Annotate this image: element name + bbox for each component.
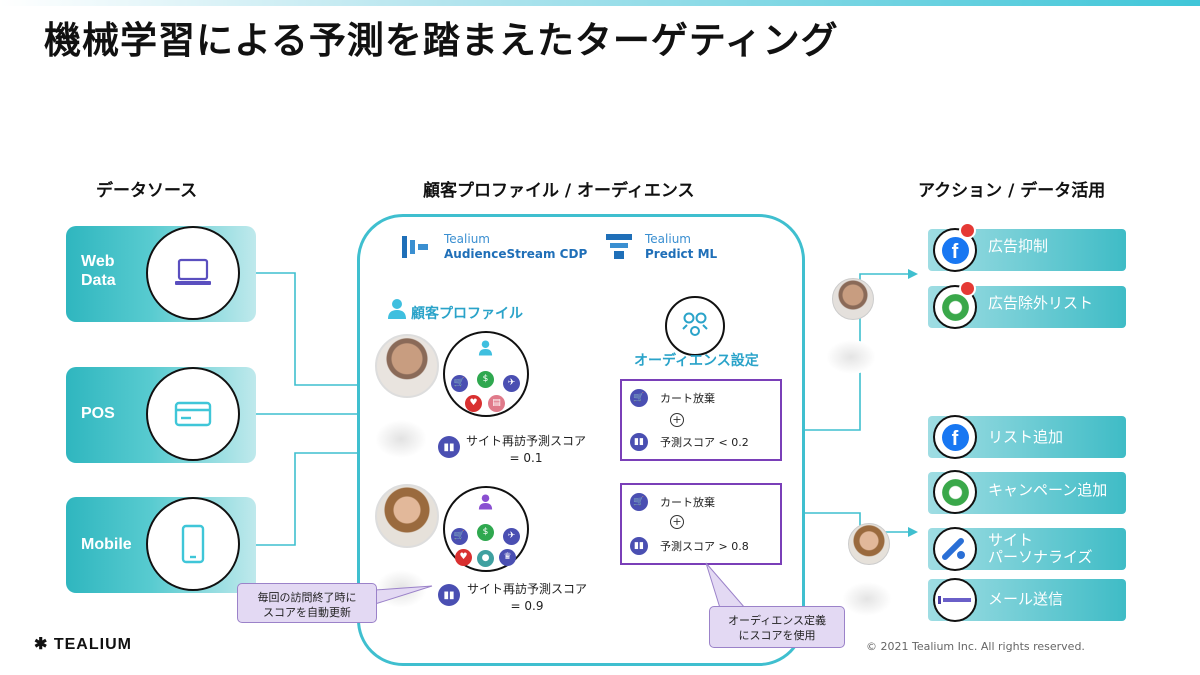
action-label-list-add: リスト追加 xyxy=(988,428,1064,446)
audience1-condition-2: ▮▮ 予測スコア < 0.2 xyxy=(630,433,749,451)
score-label-1: サイト再訪予測スコア xyxy=(466,434,587,448)
facebook-icon: f xyxy=(933,228,977,272)
audience1-condition-1: 🛒 カート放棄 xyxy=(630,389,715,407)
book-icon: ▤ xyxy=(488,395,505,412)
customer-thumb-2 xyxy=(848,523,890,565)
score-icon: ▮▮ xyxy=(630,537,648,555)
customer-photo-1 xyxy=(375,334,439,398)
copyright: © 2021 Tealium Inc. All rights reserved. xyxy=(866,640,1085,653)
slide-title: 機械学習による予測を踏まえたターゲティング xyxy=(44,19,839,62)
source-label-pos: POS xyxy=(81,405,115,422)
cart-icon: 🛒 xyxy=(451,528,468,545)
optimize-icon xyxy=(933,527,977,571)
plane-icon: ✈ xyxy=(503,528,520,545)
audience-setting-label: オーディエンス設定 xyxy=(634,353,759,369)
audience-definition-2: 🛒 カート放棄 + ▮▮ 予測スコア > 0.8 xyxy=(620,483,782,565)
callout-auto-update: 毎回の訪問終了時に スコアを自動更新 xyxy=(237,583,377,623)
action-label-ad-exclusion: 広告除外リスト xyxy=(988,294,1094,312)
score-block-1: サイト再訪予測スコア = 0.1 xyxy=(466,433,586,467)
plus-icon: + xyxy=(670,515,684,529)
customer-thumb-1 xyxy=(832,278,874,320)
facebook-icon: f xyxy=(933,415,977,459)
plus-icon: + xyxy=(670,413,684,427)
tealium-mark-icon: ✱ xyxy=(34,636,49,653)
logo2-product: Predict ML xyxy=(645,247,718,261)
predictml-logo-icon xyxy=(606,234,634,264)
heart-icon: ♥ xyxy=(455,549,472,566)
profile-label: 顧客プロファイル xyxy=(411,306,523,322)
mobile-icon xyxy=(146,497,240,591)
logo1-brand: Tealium xyxy=(444,232,490,246)
tealium-brand-text: TEALIUM xyxy=(53,636,132,653)
block-badge-icon xyxy=(959,280,976,297)
cart-icon: 🛒 xyxy=(630,493,648,511)
trophy-icon: ♛ xyxy=(499,549,516,566)
blurred-shadow-4 xyxy=(842,582,892,616)
score-value-1: = 0.1 xyxy=(509,451,543,465)
card-icon xyxy=(146,367,240,461)
google-ads-icon xyxy=(933,470,977,514)
cart-icon: 🛒 xyxy=(630,389,648,407)
person-icon xyxy=(477,339,494,356)
google-ads-icon xyxy=(933,285,977,329)
score-icon-1: ▮▮ xyxy=(438,436,460,458)
audience1-row2-text: 予測スコア < 0.2 xyxy=(660,436,749,449)
source-label-web: Web Data xyxy=(81,253,116,289)
profile-icons-ring-1: 🛒 $ ✈ ♥ ▤ xyxy=(443,331,529,417)
plane-icon: ✈ xyxy=(503,375,520,392)
heading-actions: アクション / データ活用 xyxy=(918,181,1106,201)
customer-photo-2 xyxy=(375,484,439,548)
heart-icon: ♥ xyxy=(465,395,482,412)
cash-icon: $ xyxy=(477,371,494,388)
action-label-ad-suppression: 広告抑制 xyxy=(988,237,1049,255)
logo2-brand: Tealium xyxy=(645,232,691,246)
person-icon xyxy=(477,493,494,510)
tealium-logo: ✱ TEALIUM xyxy=(34,634,132,654)
logo1-product: AudienceStream CDP xyxy=(444,247,588,261)
audience2-row1-text: カート放棄 xyxy=(660,496,715,509)
score-icon: ▮▮ xyxy=(630,433,648,451)
block-badge-icon xyxy=(959,222,976,239)
predictml-logo: Tealium Predict ML xyxy=(645,232,717,262)
drop-icon: ● xyxy=(477,550,494,567)
blurred-shadow-1 xyxy=(375,420,427,458)
marketo-icon xyxy=(933,578,977,622)
audience1-row1-text: カート放棄 xyxy=(660,392,715,405)
audiencestream-logo-icon xyxy=(402,234,432,264)
laptop-icon xyxy=(146,226,240,320)
blurred-shadow-3 xyxy=(826,340,876,374)
action-label-site-personalize: サイト パーソナライズ xyxy=(988,531,1093,566)
profile-person-icon xyxy=(387,298,407,324)
audience-group-icon xyxy=(665,296,725,356)
heading-data-sources: データソース xyxy=(96,181,198,201)
cash-icon: $ xyxy=(477,524,494,541)
score-block-2: サイト再訪予測スコア = 0.9 xyxy=(467,581,587,615)
source-label-mobile: Mobile xyxy=(81,536,132,553)
top-accent-bar xyxy=(0,0,1200,6)
action-label-campaign-add: キャンペーン追加 xyxy=(988,481,1108,499)
callout-use-score: オーディエンス定義 にスコアを使用 xyxy=(709,606,845,648)
action-label-send-mail: メール送信 xyxy=(988,590,1064,608)
audience2-row2-text: 予測スコア > 0.8 xyxy=(660,540,749,553)
score-icon-2: ▮▮ xyxy=(438,584,460,606)
score-label-2: サイト再訪予測スコア xyxy=(467,582,588,596)
cart-icon: 🛒 xyxy=(451,375,468,392)
audience2-condition-2: ▮▮ 予測スコア > 0.8 xyxy=(630,537,749,555)
profile-icons-ring-2: 🛒 $ ✈ ♥ ● ♛ xyxy=(443,486,529,572)
audience2-condition-1: 🛒 カート放棄 xyxy=(630,493,715,511)
audiencestream-logo: Tealium AudienceStream CDP xyxy=(444,232,587,262)
score-value-2: = 0.9 xyxy=(510,599,544,613)
heading-profile-audience: 顧客プロファイル / オーディエンス xyxy=(423,181,695,201)
audience-definition-1: 🛒 カート放棄 + ▮▮ 予測スコア < 0.2 xyxy=(620,379,782,461)
